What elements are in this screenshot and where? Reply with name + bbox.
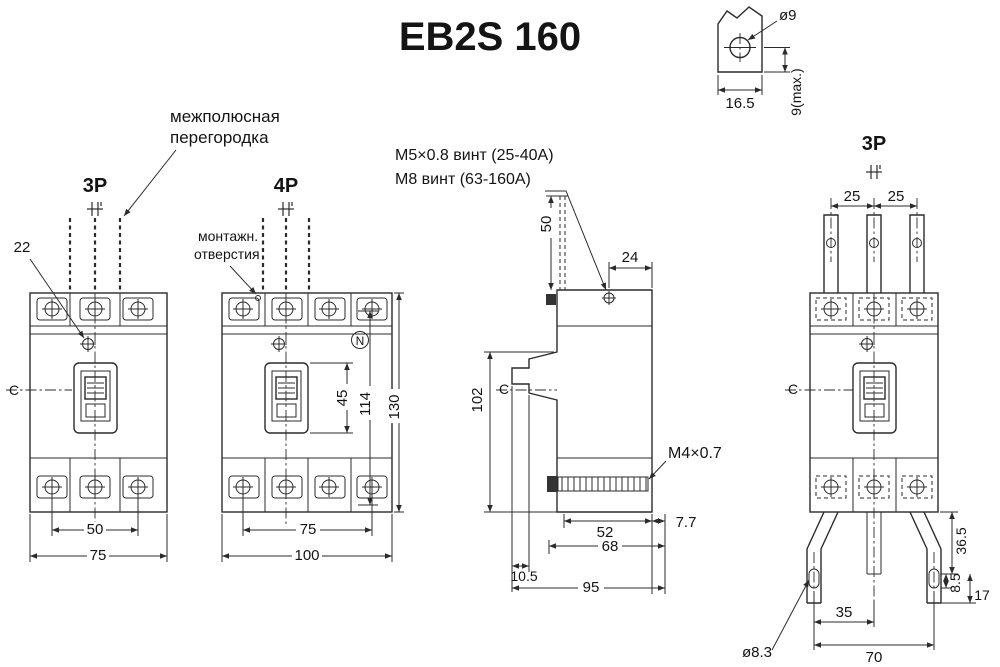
dim-handle-height-45: 45	[334, 390, 351, 407]
screw-icon	[906, 298, 928, 320]
centerline-symbol: C	[788, 381, 798, 397]
page-title: EB2S 160	[399, 15, 581, 59]
screw-icon	[232, 476, 254, 498]
top-terminal-bars	[823, 198, 925, 293]
rear-view-3p: 3P 25 25	[742, 133, 990, 666]
mounting-hole-icon	[270, 335, 288, 353]
mounting-note-line2: отверстия	[194, 246, 260, 262]
dim-front-height-102: 102	[469, 387, 486, 412]
dim-handle-10-5: 10.5	[510, 568, 537, 584]
neutral-pole-letter: N	[356, 334, 365, 348]
dim-mid-depth-68: 68	[602, 538, 619, 555]
handle-3p	[73, 362, 118, 434]
dim-hole-dia-8-3: ø8.3	[742, 644, 772, 661]
partition-note-line1: межполюсная	[170, 107, 280, 126]
screw-icon	[820, 476, 842, 498]
partition-note-line2: перегородка	[170, 128, 269, 147]
screw-icon	[41, 476, 63, 498]
dim-hole-offset-36-5: 36.5	[953, 527, 969, 554]
screw-icon	[127, 476, 149, 498]
dim-screw-len-7-7: 7.7	[676, 514, 697, 531]
mounting-note-line1: монтажн.	[198, 228, 258, 244]
terminal-screw-label: M4×0.7	[668, 445, 722, 462]
dim-width-75: 75	[90, 547, 107, 564]
screw-icon	[361, 298, 383, 320]
front-view-4p: 4P монтажн. отверстия	[194, 175, 407, 564]
dim-total-depth-95: 95	[583, 579, 600, 596]
screw-icon	[232, 298, 254, 320]
screw-note-line1: M5×0.8 винт (25-40A)	[395, 147, 554, 164]
dim-pole-span-75: 75	[300, 521, 317, 538]
dim-height-130: 130	[386, 394, 403, 419]
mounting-hole-icon	[79, 335, 97, 353]
rail-mount-icon	[86, 201, 104, 217]
lug-outline	[717, 6, 763, 73]
handle-4p	[264, 362, 309, 434]
dim-width-100: 100	[294, 547, 319, 564]
screw-icon	[318, 298, 340, 320]
side-view: M5×0.8 винт (25-40A) M8 винт (63-160A) 5…	[395, 147, 722, 596]
screw-icon	[318, 476, 340, 498]
dim-base-depth-52: 52	[597, 524, 614, 541]
dim-mount-height-114: 114	[357, 392, 374, 416]
mounting-hole-icon	[858, 335, 876, 353]
screw-note-line2: M8 винт (63-160A)	[395, 171, 531, 188]
breaker-side-profile	[511, 289, 653, 513]
centerline-symbol: C	[9, 382, 19, 398]
screw-icon	[127, 298, 149, 320]
dim-top-depth-24: 24	[622, 249, 639, 266]
breaker-body-3p	[29, 292, 168, 513]
dim-lug-depth: 9(max.)	[788, 68, 804, 115]
rail-mount-icon	[277, 201, 295, 217]
centerline-symbol: C	[499, 381, 509, 397]
lug-detail-view: ø9 16.5 9(max.)	[717, 6, 804, 116]
screw-icon	[361, 476, 383, 498]
view-label-rear-3p: 3P	[862, 133, 886, 155]
front-view-3p: 3P межполюсная перегородка 22	[6, 107, 280, 564]
dim-hole-to-center-35: 35	[836, 604, 853, 621]
view-label-4p: 4P	[274, 175, 298, 197]
dim-pitch-25-right: 25	[888, 188, 905, 205]
dim-hole-span-70: 70	[866, 649, 883, 666]
dim-mount-offset: 22	[14, 239, 31, 256]
dim-lug-width: 16.5	[725, 95, 754, 112]
bottom-terminal-prongs	[806, 511, 942, 612]
dim-pole-span-50: 50	[87, 521, 104, 538]
rail-mount-icon	[865, 164, 883, 180]
screw-icon	[820, 298, 842, 320]
handle-rear	[852, 362, 897, 434]
view-label-3p: 3P	[83, 175, 107, 197]
dim-partition-50: 50	[538, 216, 555, 233]
dim-hole-dia: ø9	[779, 7, 797, 24]
dim-hole-to-end-17: 17	[974, 587, 990, 603]
dim-slot-8-5: 8.5	[947, 573, 963, 593]
dim-pitch-25-left: 25	[844, 188, 861, 205]
terminal-screw-band	[557, 476, 649, 492]
screw-icon	[906, 476, 928, 498]
